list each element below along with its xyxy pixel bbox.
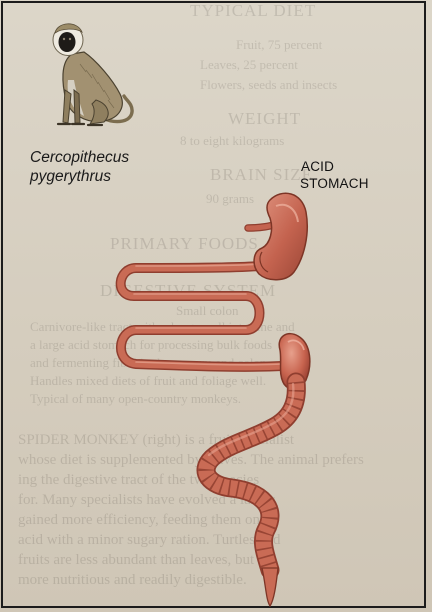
species-epithet: pygerythrus: [30, 167, 180, 186]
stomach-label-line-2: STOMACH: [300, 175, 369, 192]
acid-stomach-label: ACID STOMACH: [300, 158, 369, 192]
acid-stomach: [254, 193, 307, 280]
species-genus: Cercopithecus: [30, 148, 180, 167]
small-intestine: [121, 266, 282, 367]
rectum: [262, 568, 278, 606]
monkey-illustration: [53, 24, 132, 125]
species-label: Cercopithecus pygerythrus: [30, 148, 180, 186]
stomach-label-line-1: ACID: [300, 158, 369, 175]
